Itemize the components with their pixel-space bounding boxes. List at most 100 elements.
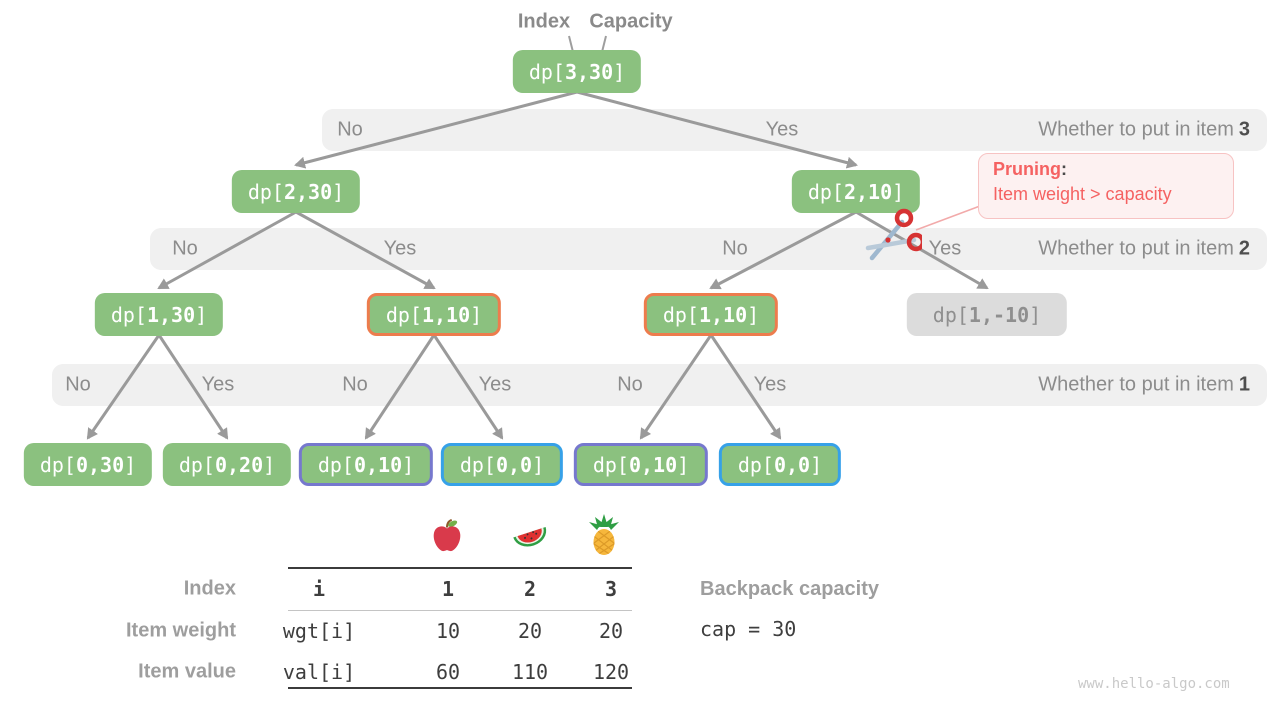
decision-label: Yes: [201, 373, 235, 396]
decision-label: No: [617, 373, 643, 396]
dp-node-suffix: ]: [1029, 302, 1042, 327]
dp-node-suffix: ]: [810, 452, 823, 477]
decision-label: Yes: [765, 118, 799, 141]
dp-node-suffix: ]: [402, 452, 415, 477]
dp-node-prefix: dp[: [110, 302, 147, 327]
dp-node-args: 1,10: [421, 302, 471, 327]
decision-label: Yes: [753, 373, 787, 396]
decision-label: Yes: [478, 373, 512, 396]
dp-node-prefix: dp[: [385, 302, 422, 327]
dp-node-prefix: dp[: [528, 59, 565, 84]
table-cell: 3: [604, 577, 618, 601]
dp-node-args: 0,0: [495, 452, 533, 477]
table-cell: 1: [441, 577, 455, 601]
table-cell: 110: [511, 660, 549, 684]
decision-label: No: [65, 373, 91, 396]
capacity-pointer-label: Capacity: [589, 10, 673, 33]
band-item-number: 3: [1238, 118, 1250, 141]
dp-node-prefix: dp[: [592, 452, 629, 477]
dp-node-prefix: dp[: [662, 302, 699, 327]
table-top-rule: [288, 567, 632, 569]
table-row-label: Index: [183, 577, 236, 600]
dp-node: dp[0,0]: [718, 443, 842, 486]
table-cell: i: [312, 577, 326, 601]
dp-node-suffix: ]: [470, 302, 483, 327]
decision-label: No: [172, 237, 198, 260]
decision-label: No: [342, 373, 368, 396]
band-item-number: 1: [1238, 373, 1250, 396]
watermark: www.hello-algo.com: [1078, 676, 1230, 692]
dp-node-args: 0,30: [75, 452, 125, 477]
dp-node-prefix: dp[: [459, 452, 496, 477]
backpack-capacity-title: Backpack capacity: [700, 578, 880, 600]
table-cell: 20: [517, 619, 543, 643]
pruning-connector-line: [915, 205, 981, 231]
dp-node-args: 0,10: [628, 452, 678, 477]
dp-node-prefix: dp[: [737, 452, 774, 477]
pruning-title: Pruning: [993, 159, 1061, 179]
pruning-callout: Pruning: Item weight > capacity: [978, 153, 1234, 219]
table-cell: 20: [598, 619, 624, 643]
backpack-capacity-value: cap = 30: [700, 617, 797, 641]
dp-node-args: 0,20: [214, 452, 264, 477]
dp-node-args: 1,10: [698, 302, 748, 327]
dp-node-args: 1,-10: [968, 302, 1030, 327]
dp-node-suffix: ]: [124, 452, 137, 477]
table-cell: 2: [523, 577, 537, 601]
decision-label: No: [337, 118, 363, 141]
dp-node-suffix: ]: [892, 179, 905, 204]
table-row-label: Item value: [138, 660, 236, 683]
pruning-body: Item weight > capacity: [993, 184, 1172, 204]
dp-node: dp[0,30]: [23, 443, 153, 486]
table-cell: wgt[i]: [282, 619, 356, 643]
dp-node-prefix: dp[: [247, 179, 284, 204]
table-cell: 10: [435, 619, 461, 643]
dp-node: dp[1,10]: [643, 293, 779, 336]
table-cell: 120: [592, 660, 630, 684]
dp-node-prefix: dp[: [39, 452, 76, 477]
index-pointer-label: Index: [517, 10, 571, 33]
apple-icon: [433, 518, 461, 552]
band-question-text: Whether to put in item: [1038, 237, 1234, 260]
dp-node-args: 1,30: [146, 302, 196, 327]
dp-node: dp[3,30]: [512, 50, 642, 93]
dp-node-suffix: ]: [263, 452, 276, 477]
dp-node-args: 3,30: [564, 59, 614, 84]
dp-node-args: 0,10: [353, 452, 403, 477]
dp-node-prefix: dp[: [317, 452, 354, 477]
dp-node-args: 0,0: [773, 452, 811, 477]
dp-node-args: 2,30: [283, 179, 333, 204]
table-bottom-rule: [288, 687, 632, 689]
dp-node-suffix: ]: [532, 452, 545, 477]
decision-label: Yes: [928, 237, 962, 260]
table-cell: val[i]: [282, 660, 356, 684]
table-mid-rule: [288, 610, 632, 611]
dp-node: dp[2,10]: [791, 170, 921, 213]
decision-label: No: [722, 237, 748, 260]
dp-node-suffix: ]: [613, 59, 626, 84]
dp-node-args: 2,10: [843, 179, 893, 204]
dp-node-prefix: dp[: [178, 452, 215, 477]
dp-node-suffix: ]: [332, 179, 345, 204]
dp-node-prefix: dp[: [932, 302, 969, 327]
pineapple-icon: [589, 514, 619, 555]
table-cell: 60: [435, 660, 461, 684]
dp-node: dp[0,10]: [298, 443, 434, 486]
dp-node-suffix: ]: [747, 302, 760, 327]
band-question-text: Whether to put in item: [1038, 373, 1234, 396]
dp-node: dp[0,20]: [162, 443, 292, 486]
scissors-icon: [865, 208, 922, 261]
dp-node: dp[1,10]: [366, 293, 502, 336]
dp-node: dp[1,30]: [94, 293, 224, 336]
band-question-text: Whether to put in item: [1038, 118, 1234, 141]
dp-node: dp[0,10]: [573, 443, 709, 486]
decision-label: Yes: [383, 237, 417, 260]
dp-node-suffix: ]: [195, 302, 208, 327]
dp-node-prefix: dp[: [807, 179, 844, 204]
